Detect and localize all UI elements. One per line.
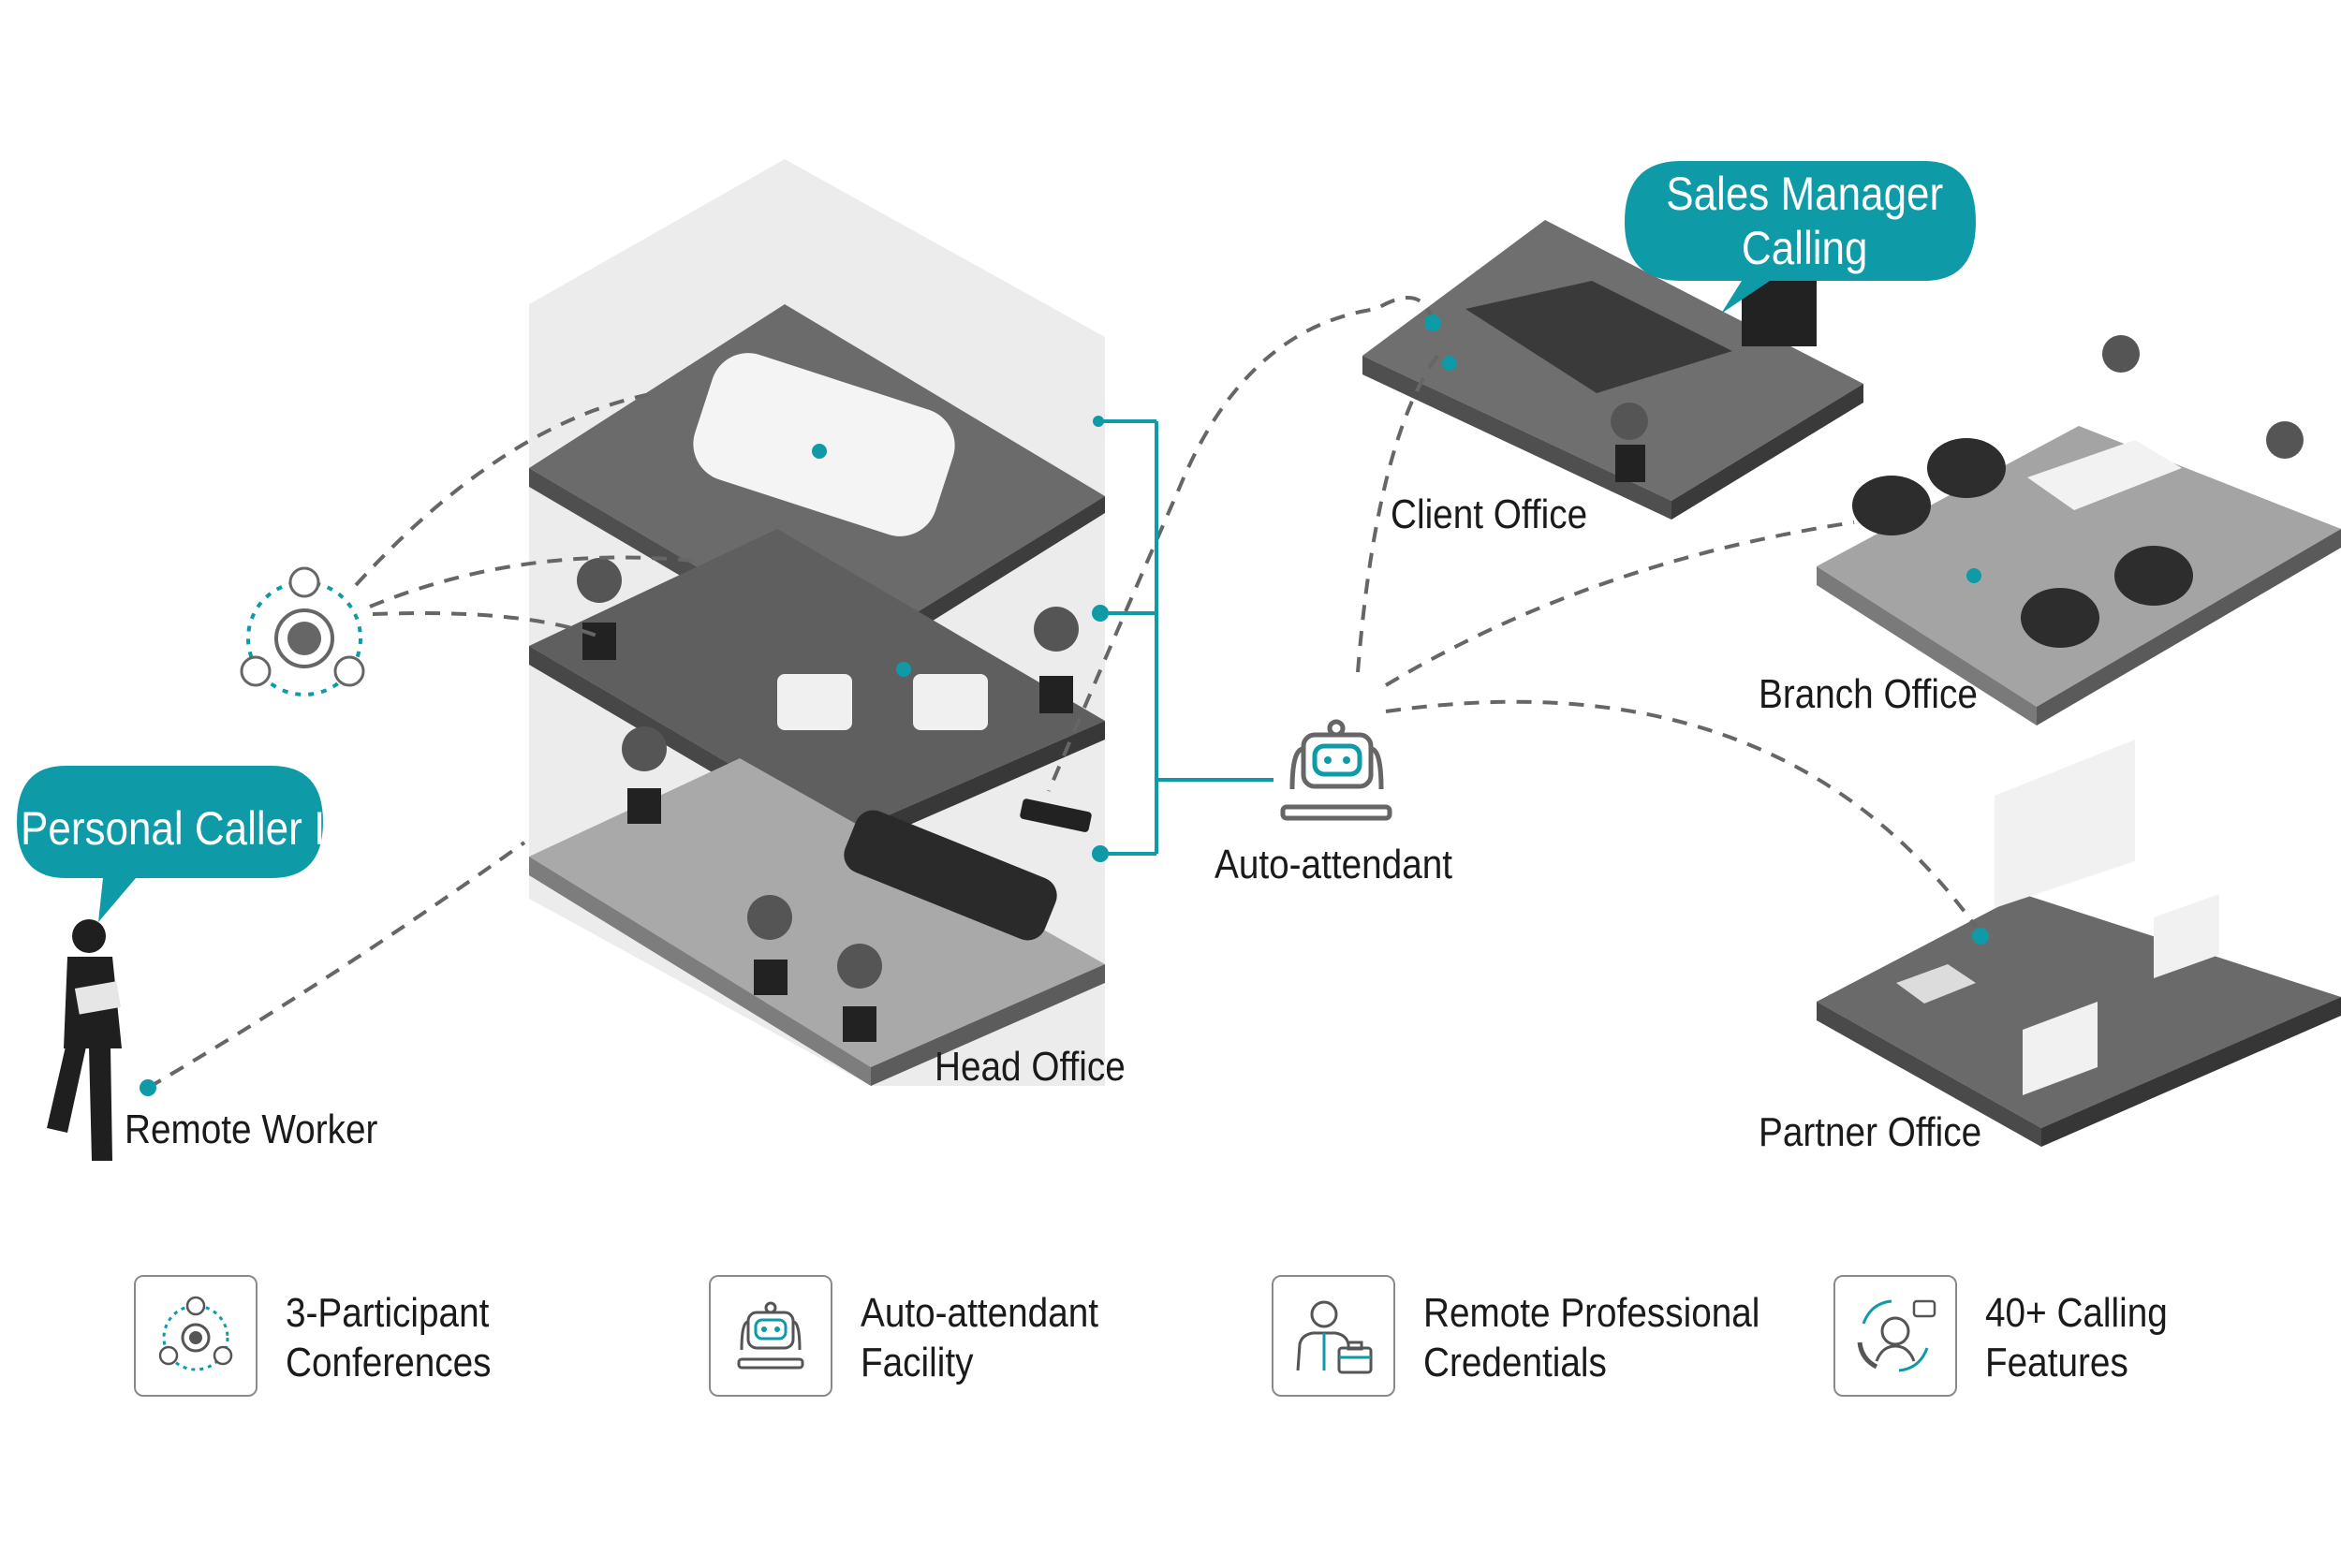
auto-attendant-robot-icon [1280, 719, 1392, 821]
branch-office [1817, 335, 2341, 725]
conference-icon [134, 1275, 258, 1397]
feature-calling-line2: Features [1985, 1340, 2128, 1385]
remote-worker-figure [47, 919, 122, 1161]
remote-worker-label: Remote Worker [125, 1106, 378, 1152]
feature-3-participant-conferences: 3-Participant Conferences [134, 1275, 527, 1397]
feature-conference-line2: Conferences [286, 1340, 492, 1385]
head-office-label: Head Office [935, 1044, 1126, 1090]
sales-manager-text-line1: Sales Manager [1666, 168, 1944, 220]
feature-conference-line1: 3-Participant [286, 1290, 490, 1336]
client-office-label: Client Office [1391, 491, 1588, 537]
feature-calling-line1: 40+ Calling [1985, 1290, 2168, 1336]
head-office-floor-bottom [529, 758, 1105, 1086]
partner-office-label: Partner Office [1759, 1109, 1982, 1155]
calling-features-icon [1833, 1275, 1957, 1397]
head-office-floor-middle [529, 529, 1105, 852]
conference-hub-icon [240, 566, 365, 696]
robot-icon [709, 1275, 832, 1397]
feature-auto-attendant-line1: Auto-attendant [861, 1290, 1099, 1336]
feature-remote-professional-credentials: Remote Professional Credentials [1272, 1275, 1760, 1397]
feature-professional-line1: Remote Professional [1423, 1290, 1760, 1336]
router-icon [1020, 799, 1092, 832]
feature-auto-attendant-line2: Facility [861, 1340, 974, 1385]
sales-manager-text-line2: Calling [1741, 222, 1868, 274]
branch-office-label: Branch Office [1759, 671, 1978, 717]
network-bracket [1098, 419, 1274, 856]
professional-icon [1272, 1275, 1395, 1397]
auto-attendant-label: Auto-attendant [1215, 842, 1453, 887]
feature-auto-attendant-facility: Auto-attendant Facility [709, 1275, 1102, 1397]
client-office [1362, 220, 1863, 520]
feature-40-calling-features: 40+ Calling Features [1833, 1275, 2227, 1397]
head-office-plants [577, 558, 1079, 1042]
partner-office [1817, 740, 2341, 1147]
sales-manager-bubble [1625, 161, 1976, 314]
connection-dots [140, 315, 1989, 1096]
personal-caller-id-bubble [17, 766, 323, 922]
personal-caller-id-text: Personal Caller ID [21, 802, 356, 855]
feature-professional-line2: Credentials [1423, 1340, 1607, 1385]
dashed-connections [146, 296, 1978, 1090]
